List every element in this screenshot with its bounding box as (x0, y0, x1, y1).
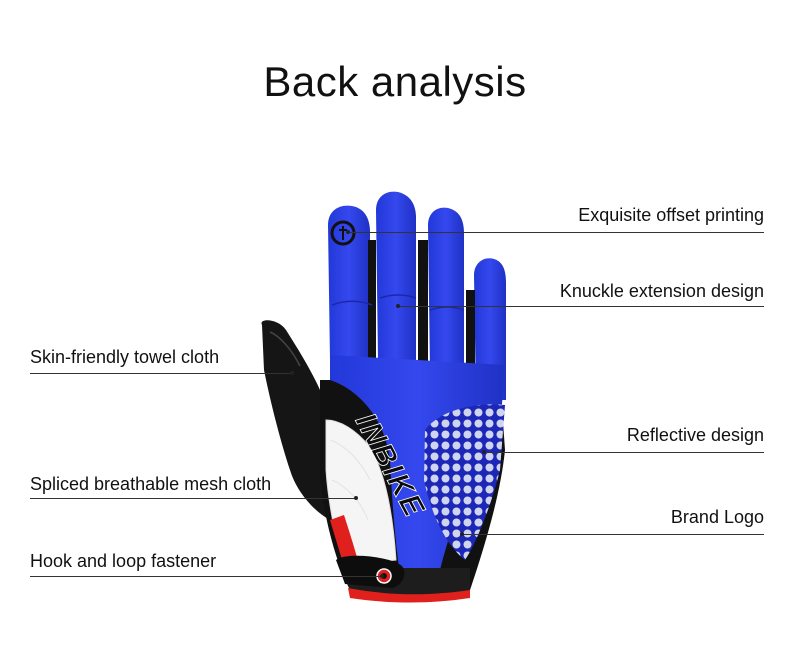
callout-dot-reflective (482, 450, 486, 454)
label-hook-loop: Hook and loop fastener (30, 551, 217, 571)
finger-middle (376, 191, 416, 360)
reflective-panel (424, 404, 505, 560)
page-title: Back analysis (263, 58, 527, 105)
label-offset-printing: Exquisite offset printing (578, 205, 764, 225)
label-mesh-cloth: Spliced breathable mesh cloth (30, 474, 272, 494)
thumb-towel-cloth (261, 320, 330, 520)
callout-line-hook-loop (30, 576, 382, 577)
callout-line-mesh (30, 498, 356, 499)
callout-line-offset-printing (348, 232, 764, 233)
callout-line-towel (30, 373, 292, 374)
label-towel-cloth: Skin-friendly towel cloth (30, 347, 220, 367)
finger-ring (428, 207, 464, 370)
label-reflective-design: Reflective design (626, 425, 764, 445)
callout-line-knuckle (398, 306, 764, 307)
callout-line-brand-logo (462, 534, 764, 535)
label-knuckle-extension: Knuckle extension design (559, 281, 764, 301)
callout-dot-knuckle (396, 304, 400, 308)
callout-dot-towel (290, 371, 294, 375)
label-brand-logo: Brand Logo (670, 507, 764, 527)
callout-dot-mesh (354, 496, 358, 500)
callout-dot-hook-loop (380, 574, 384, 578)
callout-line-reflective (484, 452, 764, 453)
callout-dot-brand-logo (460, 532, 464, 536)
callout-dot-offset-printing (346, 230, 350, 234)
